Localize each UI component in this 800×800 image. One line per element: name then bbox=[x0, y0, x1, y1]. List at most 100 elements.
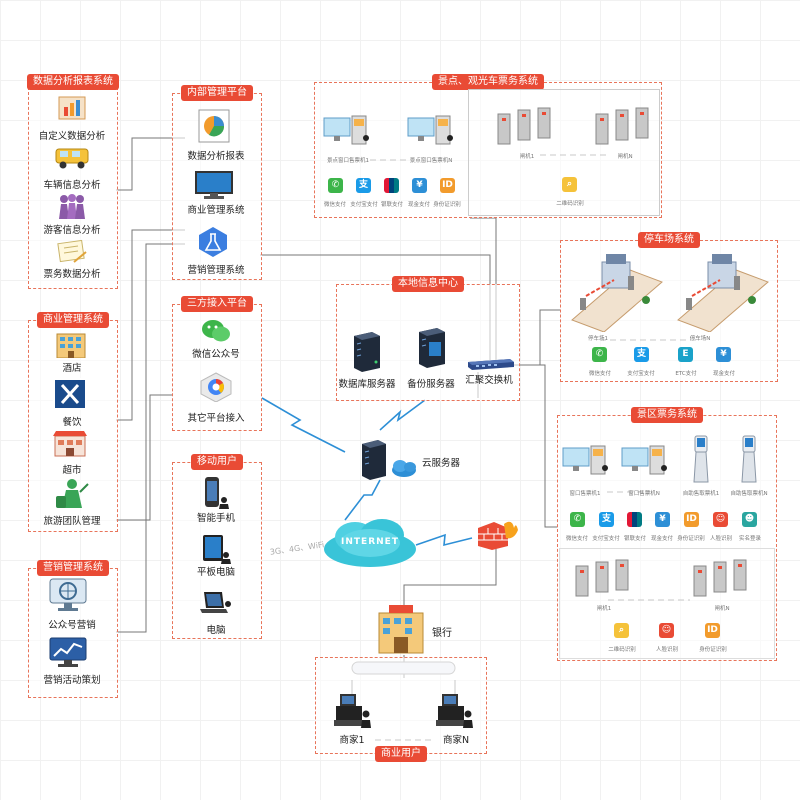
tablet-icon bbox=[203, 535, 231, 564]
area-unionpay-icon bbox=[627, 512, 642, 527]
cash-pay-icon: ¥ bbox=[412, 178, 427, 193]
scenic-ticket-title: 景点、观光车票务系统 bbox=[432, 74, 544, 90]
area-qr-icon: ⌕ bbox=[614, 623, 629, 638]
turnstile-icon-2 bbox=[595, 107, 649, 145]
area-scan-1: 人脸识别 bbox=[655, 647, 679, 653]
pos-terminal-icon bbox=[334, 694, 371, 728]
qr-scan-icon: ⌕ bbox=[562, 177, 577, 192]
firewall-icon bbox=[478, 521, 518, 550]
merchant-item-0: 商家1 bbox=[339, 735, 365, 746]
scenic-gate-subpanel bbox=[468, 89, 660, 216]
wechat-icon bbox=[202, 320, 230, 342]
local-center-item-0: 数据库服务器 bbox=[338, 379, 396, 390]
internal-item-0: 数据分析报表 bbox=[187, 151, 245, 162]
tourists-icon bbox=[59, 194, 85, 219]
area-pay-3: 现金支付 bbox=[650, 536, 674, 542]
monitor-icon bbox=[195, 171, 233, 199]
local-center-title: 本地信息中心 bbox=[392, 276, 464, 292]
internet-cloud-icon bbox=[324, 519, 416, 567]
flask-icon bbox=[199, 227, 227, 257]
public-account-icon bbox=[49, 578, 87, 611]
area-window-icon-2 bbox=[621, 445, 667, 475]
area-cash-icon: ¥ bbox=[655, 512, 670, 527]
supermarket-icon bbox=[53, 431, 87, 457]
parking-pay-0: 微信支付 bbox=[588, 371, 612, 377]
business-item-3: 旅游团队管理 bbox=[43, 516, 101, 527]
backup-server-icon bbox=[419, 328, 445, 368]
business-item-2: 超市 bbox=[62, 465, 82, 476]
parking-alipay-icon: 支 bbox=[634, 347, 649, 362]
internet-label: INTERNET bbox=[341, 537, 399, 547]
area-terminal-1: 窗口售票机N bbox=[628, 491, 660, 497]
area-pay-4: 身份证识别 bbox=[677, 536, 705, 542]
kiosk-icon bbox=[693, 435, 709, 483]
cloud-server-icon bbox=[362, 440, 416, 480]
parking-wechat-icon: ✆ bbox=[592, 347, 607, 362]
tour-group-icon bbox=[56, 479, 89, 508]
hotel-icon bbox=[56, 333, 86, 358]
area-pay-0: 微信支付 bbox=[565, 536, 589, 542]
merchant-title: 商业用户 bbox=[375, 746, 427, 762]
area-gate-subpanel bbox=[559, 548, 775, 659]
third-party-item-1: 其它平台接入 bbox=[187, 413, 245, 424]
area-pay-2: 银联支付 bbox=[623, 536, 647, 542]
parking-lane-icon bbox=[571, 254, 663, 332]
area-terminal-3: 自助售取票机N bbox=[730, 491, 768, 497]
area-realname-icon: ☻ bbox=[742, 512, 757, 527]
business-item-1: 餐饮 bbox=[62, 417, 82, 428]
area-id-card-icon: ID bbox=[684, 512, 699, 527]
data-analysis-item-3: 票务数据分析 bbox=[43, 269, 101, 280]
bank-label: 银行 bbox=[432, 628, 452, 639]
area-gate-1: 闸机N bbox=[714, 606, 730, 612]
scenic-pay-1: 支付宝支付 bbox=[350, 202, 378, 208]
area-gate-face-icon: ☺ bbox=[659, 623, 674, 638]
campaign-icon bbox=[49, 637, 87, 667]
mobile-item-1: 平板电脑 bbox=[196, 567, 236, 578]
internal-item-2: 营销管理系统 bbox=[187, 265, 245, 276]
area-gate-id-icon: ID bbox=[705, 623, 720, 638]
merchant-item-1: 商家N bbox=[442, 735, 470, 746]
parking-pay-1: 支付宝支付 bbox=[627, 371, 655, 377]
dining-icon bbox=[53, 378, 87, 410]
scenic-terminal-1: 景点窗口售票机N bbox=[409, 158, 453, 164]
parking-title: 停车场系统 bbox=[638, 232, 700, 248]
area-gate-0: 闸机1 bbox=[596, 606, 612, 612]
third-party-item-0: 微信公众号 bbox=[192, 349, 240, 360]
internal-title: 内部管理平台 bbox=[181, 85, 253, 101]
area-scan-0: 二维码识别 bbox=[608, 647, 636, 653]
bank-icon bbox=[378, 605, 424, 654]
scenic-terminal-0: 景点窗口售票机1 bbox=[327, 158, 369, 164]
area-wechat-icon: ✆ bbox=[570, 512, 585, 527]
parking-pay-2: ETC支付 bbox=[675, 371, 697, 377]
area-pay-6: 实名登录 bbox=[738, 536, 762, 542]
area-alipay-icon: 支 bbox=[599, 512, 614, 527]
marketing-item-1: 营销活动策划 bbox=[43, 675, 101, 686]
area-terminal-0: 窗口售票机1 bbox=[569, 491, 601, 497]
parking-lane-1: 停车场N bbox=[689, 336, 711, 342]
database-server-icon bbox=[354, 332, 380, 372]
scenic-pay-3: 现金支付 bbox=[407, 202, 431, 208]
data-analysis-item-1: 车辆信息分析 bbox=[43, 180, 101, 191]
third-party-title: 三方接入平台 bbox=[181, 296, 253, 312]
vehicle-icon bbox=[55, 148, 89, 169]
business-item-0: 酒店 bbox=[62, 363, 82, 374]
data-analysis-title: 数据分析报表系统 bbox=[27, 74, 119, 90]
kiosk-icon-2 bbox=[741, 435, 757, 483]
alipay-icon: 支 bbox=[356, 178, 371, 193]
pos-terminal-icon-2 bbox=[436, 694, 473, 728]
data-analysis-item-0: 自定义数据分析 bbox=[38, 131, 106, 142]
chart-icon bbox=[58, 96, 86, 120]
business-title: 商业管理系统 bbox=[37, 312, 109, 328]
area-ticket-title: 景区票务系统 bbox=[631, 407, 703, 423]
scenic-pay-4: 身份证识别 bbox=[433, 202, 461, 208]
data-analysis-item-2: 游客信息分析 bbox=[43, 225, 101, 236]
ticket-window-icon bbox=[323, 115, 369, 145]
parking-cash-icon: ¥ bbox=[716, 347, 731, 362]
scenic-gate-1: 闸机N bbox=[617, 154, 633, 160]
parking-pay-3: 现金支付 bbox=[712, 371, 736, 377]
wechat-pay-icon: ✆ bbox=[328, 178, 343, 193]
internal-item-1: 商业管理系统 bbox=[187, 205, 245, 216]
mobile-title: 移动用户 bbox=[191, 454, 243, 470]
area-scan-2: 身份证识别 bbox=[699, 647, 727, 653]
local-center-item-2: 汇聚交换机 bbox=[465, 375, 513, 386]
